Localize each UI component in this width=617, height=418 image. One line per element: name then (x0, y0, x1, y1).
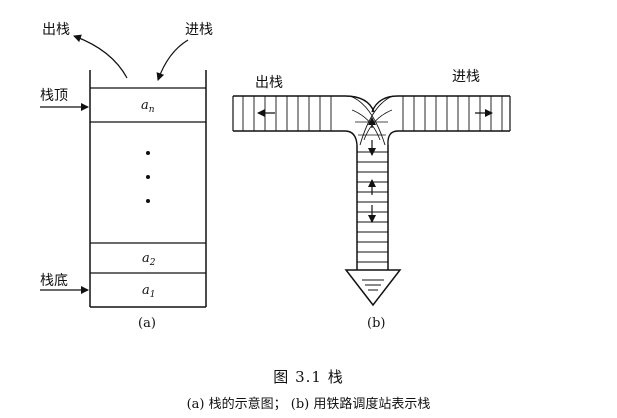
sublabel-a: (a) (138, 316, 156, 331)
pop-arrow-a (73, 34, 128, 79)
left-track (232, 95, 345, 132)
label-stack-bottom: 栈底 (40, 273, 68, 289)
right-track (398, 95, 511, 132)
buffer-stop (344, 269, 402, 307)
push-arrow-a (156, 39, 189, 81)
label-pop-b: 出栈 (255, 75, 283, 91)
ellipsis-dot (146, 175, 150, 179)
label-stack-top: 栈顶 (40, 88, 68, 104)
direction-arrows (257, 109, 493, 223)
element-a2: a2 (142, 251, 156, 268)
label-pop-a: 出栈 (42, 22, 70, 38)
junction (344, 95, 399, 146)
ellipsis-dot (146, 151, 150, 155)
label-push-b: 进栈 (452, 69, 480, 85)
label-push-a: 进栈 (185, 22, 213, 38)
element-a1: a1 (142, 283, 156, 300)
figure-caption-subtitle: (a) 栈的示意图； (b) 用铁路调度站表示栈 (186, 397, 431, 412)
stack-schematic: an a2 a1 出栈 进栈 栈顶 栈底 (a) (40, 22, 213, 331)
sublabel-b: (b) (367, 316, 385, 331)
figure-caption-title: 图 3.1 栈 (273, 368, 344, 386)
ellipsis-dot (146, 199, 150, 203)
railway-station: 出栈 进栈 (b) (232, 69, 511, 331)
element-an: an (141, 98, 155, 115)
